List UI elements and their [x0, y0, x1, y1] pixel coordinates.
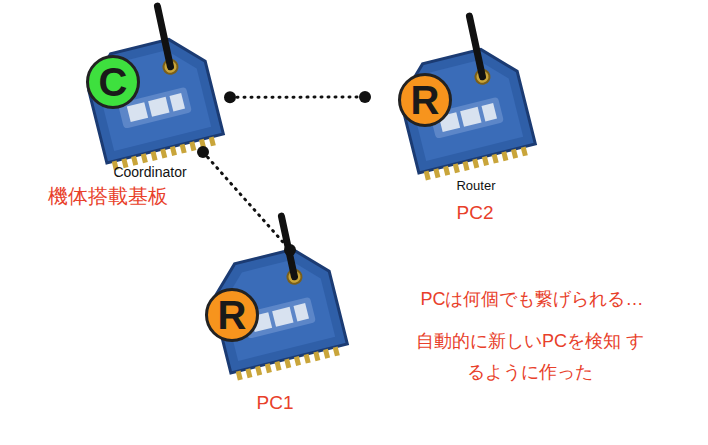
module-label: PC2	[457, 202, 494, 225]
role-badge: R	[398, 73, 452, 127]
role-letter: C	[99, 62, 128, 102]
xbee-module: RPC1	[205, 250, 345, 370]
role-letter: R	[218, 295, 247, 335]
radio-link	[224, 91, 371, 103]
role-badge: R	[205, 288, 259, 342]
xbee-module: CCoordinator機体搭載基板	[88, 40, 230, 152]
role-letter: R	[411, 80, 440, 120]
module-label: 機体搭載基板	[48, 184, 168, 208]
module-label: PC1	[257, 392, 294, 415]
xbee-module: RRouterPC2	[365, 45, 540, 165]
module-label: Router	[456, 178, 495, 194]
module-label: Coordinator	[113, 164, 186, 181]
role-badge: C	[86, 55, 140, 109]
radio-link	[197, 146, 296, 256]
note-text: PCは何個でも繋げられる…	[372, 284, 692, 315]
note-text: 自動的に新しいPCを検知 するように作った	[410, 326, 650, 388]
